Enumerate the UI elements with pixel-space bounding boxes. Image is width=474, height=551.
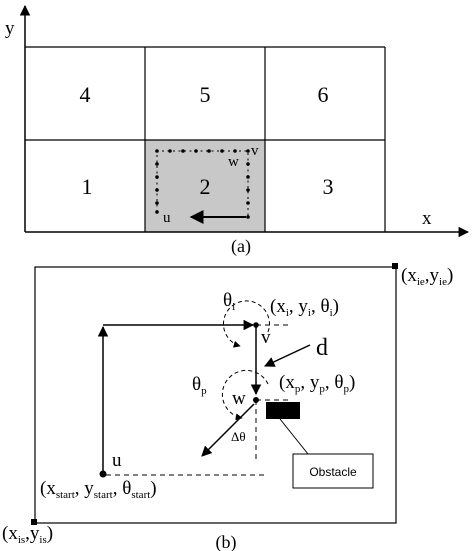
point-i-label: (xi, yi, θi) — [270, 296, 339, 319]
point-i — [253, 322, 259, 328]
start-point — [99, 470, 107, 478]
cell-label-4: 4 — [80, 82, 91, 107]
obstacle — [266, 402, 300, 419]
corner-start-label: (xis,yis) — [2, 523, 53, 546]
cell-label-3: 3 — [323, 174, 334, 199]
caption-b: (b) — [216, 532, 237, 551]
distance-arrow — [264, 344, 311, 367]
corner-marker-start — [31, 519, 37, 525]
coverage-dots — [155, 149, 250, 219]
u-label: u — [112, 450, 122, 471]
theta-i-label: θi — [223, 290, 235, 313]
path-label-v: v — [251, 143, 259, 159]
theta-p-arc — [221, 369, 269, 421]
d-label: d — [316, 335, 328, 361]
w-label: w — [232, 388, 246, 409]
obstacle-label: Obstacle — [309, 465, 357, 479]
panel-a: y x 4 5 6 1 2 3 u v w (a) — [5, 4, 470, 257]
cell-label-5: 5 — [200, 82, 211, 107]
corner-marker-end — [392, 263, 398, 269]
start-label: (xstart, ystart, θstart) — [40, 478, 157, 501]
path-label-w: w — [228, 154, 239, 170]
delta-theta-label: Δθ — [231, 429, 246, 444]
grid — [25, 46, 386, 232]
coverage-path — [156, 150, 249, 217]
cell-label-1: 1 — [82, 174, 93, 199]
workspace-boundary — [34, 266, 397, 524]
theta-i-arc — [223, 300, 270, 348]
y-axis-label: y — [5, 18, 15, 39]
x-axis-label: x — [422, 208, 432, 229]
point-p-label: (xp, yp, θp) — [279, 372, 355, 395]
heading-arrow — [201, 403, 255, 457]
theta-p-label: θp — [192, 374, 207, 397]
path-label-u: u — [163, 210, 171, 226]
v-label: v — [261, 327, 271, 348]
obstacle-callout — [279, 418, 309, 455]
reference-lines — [106, 324, 292, 476]
cell-label-2: 2 — [200, 174, 211, 199]
obstacle-label-box — [292, 453, 374, 489]
point-p — [253, 397, 259, 403]
panel-b: (xie,yie) (xis,yis) Obstacle — [2, 263, 453, 551]
caption-a: (a) — [231, 236, 251, 257]
cell-label-6: 6 — [318, 82, 329, 107]
corner-end-label: (xie,yie) — [401, 265, 453, 288]
